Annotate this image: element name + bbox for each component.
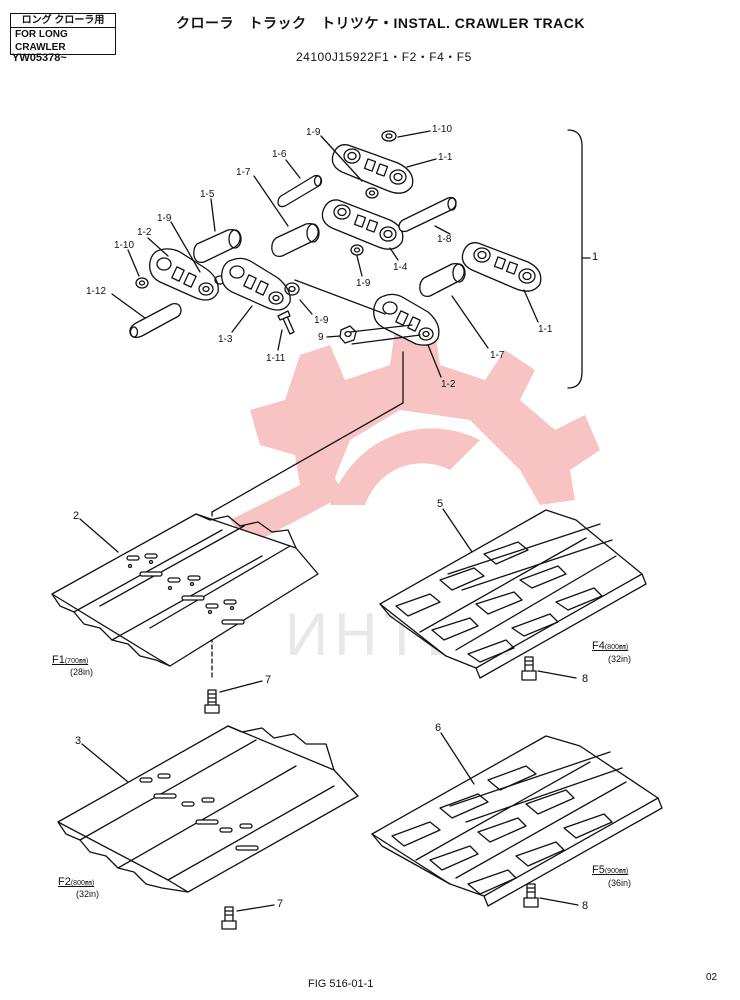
pin-1-8 (398, 196, 457, 233)
bolt-8-f5 (523, 883, 539, 908)
track-shoe-5 (379, 509, 647, 679)
callout-1-10-top: 1-10 (432, 124, 453, 135)
callout-1-1-right: 1-1 (538, 324, 553, 335)
variant-f4: F4(800㎜) (592, 640, 629, 652)
callout-7-f2: 7 (277, 898, 284, 910)
callout-8-f4: 8 (582, 673, 589, 685)
track-shoe-3 (57, 725, 359, 893)
callout-1-9-mid: 1-9 (356, 278, 371, 289)
track-shoe-6 (371, 735, 663, 907)
washer-1-10-top (381, 130, 397, 142)
pin-1-6 (277, 174, 323, 208)
group-bracket (567, 129, 583, 389)
long-crawler-box: ロング クローラ用 FOR LONG CRAWLER (10, 13, 116, 55)
part-code: 24100J15922F1・F2・F4・F5 (296, 50, 472, 64)
figure-number: FIG 516-01-1 (308, 978, 374, 990)
callout-1-3: 1-3 (218, 334, 233, 345)
link-1-4 (321, 199, 404, 250)
variant-f5-inch: (36in) (608, 878, 632, 888)
link-1-2-left (149, 248, 219, 301)
serial-number: YW05378~ (12, 52, 67, 64)
variant-f4-inch: (32in) (608, 654, 632, 664)
callout-6: 6 (435, 722, 442, 734)
page-number: 02 (706, 972, 718, 983)
callout-1-1-top: 1-1 (438, 152, 453, 163)
variant-f2-inch: (32in) (76, 889, 100, 899)
washer-1-10-left (135, 277, 149, 289)
link-1-2-right (373, 293, 440, 346)
callout-1-7-right: 1-7 (490, 350, 505, 361)
box-line-jp: ロング クローラ用 (21, 15, 105, 26)
callout-8-f5: 8 (582, 900, 589, 912)
callout-1-4: 1-4 (393, 262, 408, 273)
variant-f1: F1(700㎜) (52, 654, 89, 666)
callout-9: 9 (318, 332, 324, 343)
callout-1-9-top: 1-9 (306, 127, 321, 138)
bolt-7-f1 (204, 689, 220, 714)
link-1-1-right (461, 242, 542, 292)
box-line-en: FOR LONG CRAWLER (11, 27, 115, 54)
variant-f2: F2(800㎜) (58, 876, 95, 888)
callout-1-6: 1-6 (272, 149, 287, 160)
pin-1-12 (129, 302, 182, 339)
bushing-1-5 (193, 228, 242, 264)
callout-1-12: 1-12 (86, 286, 107, 297)
callout-7-f1: 7 (265, 674, 272, 686)
callout-1-7-upper: 1-7 (236, 167, 251, 178)
bushing-1-7-upper (271, 222, 320, 258)
callout-1-2-right: 1-2 (441, 379, 456, 390)
callout-2: 2 (73, 510, 80, 522)
nut-9 (339, 325, 357, 344)
callout-1-5: 1-5 (200, 189, 215, 200)
link-1-1-top (331, 144, 414, 194)
callout-3: 3 (75, 735, 82, 747)
callout-1-9-low: 1-9 (314, 315, 329, 326)
callout-1-9-left: 1-9 (157, 213, 172, 224)
callout-1-2-left: 1-2 (137, 227, 152, 238)
callout-1-10-left: 1-10 (114, 240, 135, 251)
bolt-7-f2 (221, 906, 237, 930)
callout-5: 5 (437, 498, 444, 510)
bushing-1-7-right (419, 262, 466, 298)
link-1-3 (221, 257, 291, 311)
variant-f1-inch: (28in) (70, 667, 94, 677)
callout-1-8: 1-8 (437, 234, 452, 245)
page-title: クローラ トラック トリツケ・INSTAL. CRAWLER TRACK (176, 15, 585, 31)
track-shoe-2 (51, 513, 319, 667)
washer-1-9-mid (284, 282, 300, 296)
bolt-1-11 (277, 310, 295, 335)
variant-f5: F5(900㎜) (592, 864, 629, 876)
callout-1-11: 1-11 (266, 353, 286, 364)
bolt-8-f4 (521, 656, 537, 681)
callout-1: 1 (592, 251, 599, 263)
